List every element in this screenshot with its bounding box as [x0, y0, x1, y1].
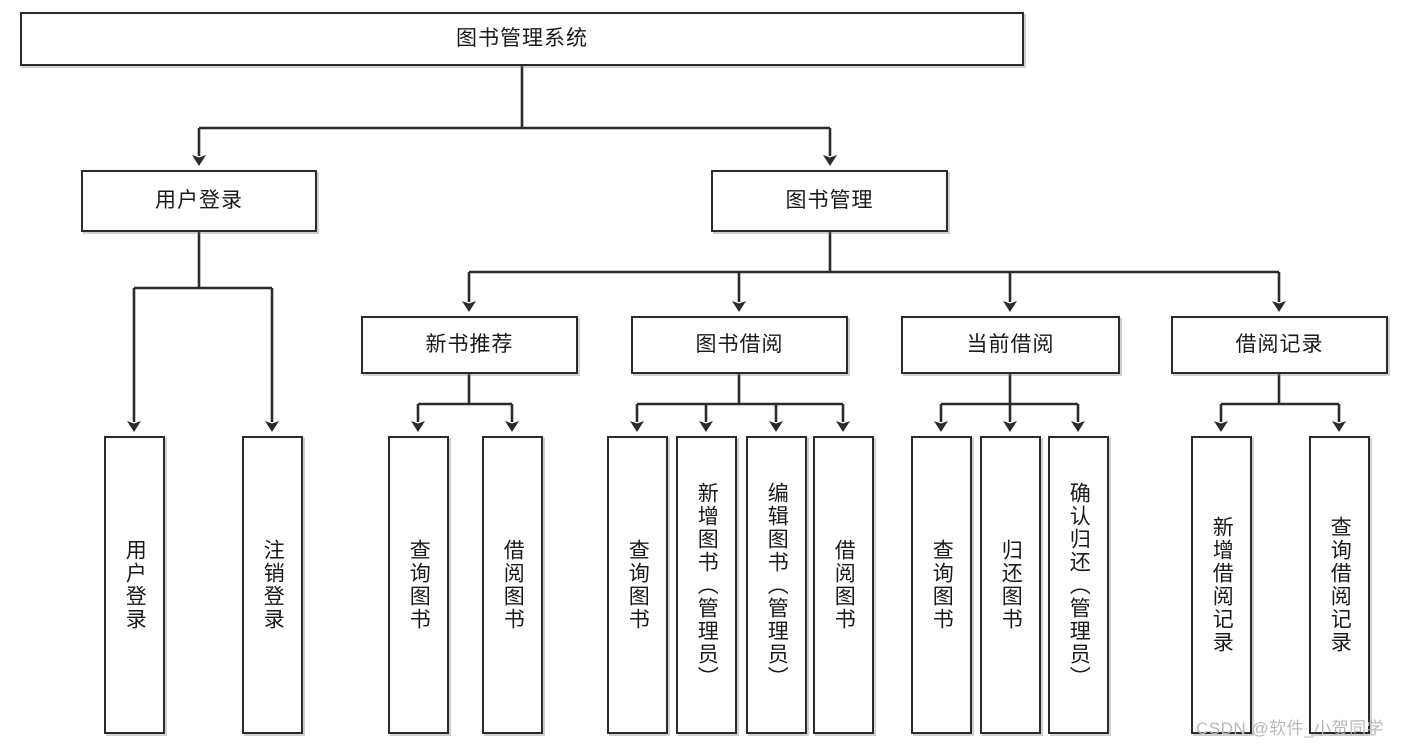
leaf-label: 新增借阅记录	[1210, 516, 1234, 654]
csdn-watermark: CSDN @软件_小贺同学	[1196, 719, 1385, 738]
leaf-current-query-book[interactable]: 查询图书	[911, 436, 972, 734]
leaf-user-login-logout[interactable]: 注销登录	[242, 436, 303, 734]
leaf-label: 查询图书	[407, 539, 431, 631]
leaf-recommend-borrow-book[interactable]: 借阅图书	[482, 436, 543, 734]
leaf-borrow-add-book[interactable]: 新增图书（管理员）	[676, 436, 737, 734]
leaf-label: 借阅图书	[501, 539, 525, 631]
leaf-label: 查询图书	[930, 539, 954, 631]
node-borrow-record[interactable]: 借阅记录	[1171, 316, 1388, 374]
leaf-user-login-login[interactable]: 用户登录	[104, 436, 165, 734]
leaf-current-confirm-return[interactable]: 确认归还（管理员）	[1048, 436, 1109, 734]
leaf-label: 借阅图书	[832, 539, 856, 631]
leaf-label: 确认归还（管理员）	[1067, 481, 1091, 689]
leaf-record-add-record[interactable]: 新增借阅记录	[1191, 436, 1252, 734]
leaf-label: 用户登录	[123, 539, 147, 631]
node-book-management[interactable]: 图书管理	[711, 170, 948, 232]
leaf-label: 归还图书	[999, 539, 1023, 631]
leaf-record-query-record[interactable]: 查询借阅记录	[1309, 436, 1370, 734]
leaf-borrow-edit-book[interactable]: 编辑图书（管理员）	[746, 436, 807, 734]
leaf-borrow-borrow-book[interactable]: 借阅图书	[813, 436, 874, 734]
leaf-label: 查询图书	[626, 539, 650, 631]
leaf-label: 新增图书（管理员）	[695, 481, 719, 689]
node-user-login[interactable]: 用户登录	[81, 170, 317, 232]
node-current-borrow[interactable]: 当前借阅	[901, 316, 1120, 374]
node-book-borrow[interactable]: 图书借阅	[631, 316, 848, 374]
leaf-label: 查询借阅记录	[1328, 516, 1352, 654]
leaf-borrow-query-book[interactable]: 查询图书	[607, 436, 668, 734]
leaf-recommend-query-book[interactable]: 查询图书	[388, 436, 449, 734]
leaf-label: 注销登录	[261, 539, 285, 631]
node-root-system[interactable]: 图书管理系统	[20, 12, 1024, 66]
leaf-current-return-book[interactable]: 归还图书	[980, 436, 1041, 734]
leaf-label: 编辑图书（管理员）	[765, 481, 789, 689]
node-new-book-recommend[interactable]: 新书推荐	[361, 316, 578, 374]
